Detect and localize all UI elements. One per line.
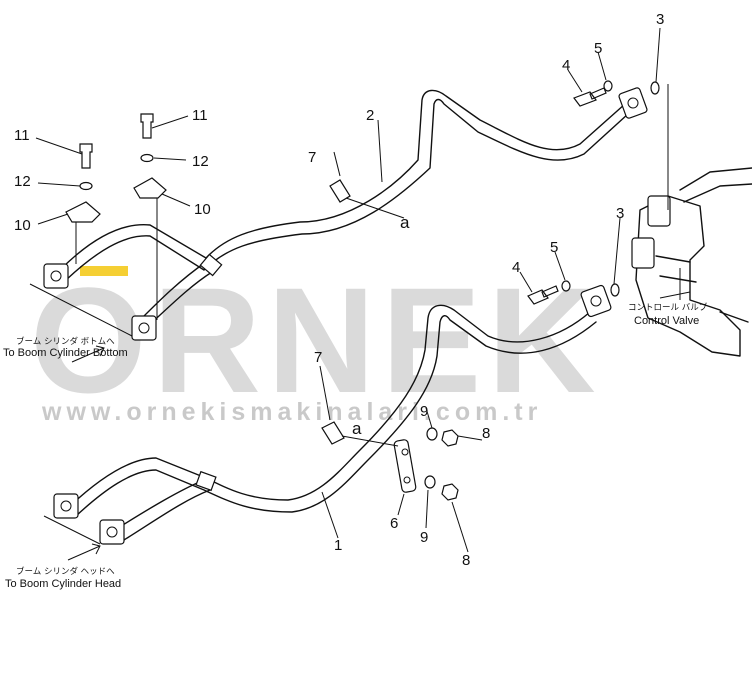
nut-8-top <box>441 429 459 447</box>
washer-5-upper <box>603 80 613 92</box>
control-valve-port-2 <box>631 237 655 269</box>
upper-bottom-flange-2 <box>131 315 157 341</box>
lower-pipe-inner <box>75 315 597 517</box>
callout-5-lower: 5 <box>550 239 558 256</box>
upper-bottom-flange-1-hole <box>50 270 62 282</box>
upper-pipe-inner <box>65 98 629 281</box>
callout-a-lower: a <box>352 419 362 438</box>
callout-12-left: 12 <box>14 173 31 190</box>
callout-6: 6 <box>390 515 398 532</box>
control-valve-port-1 <box>647 195 671 227</box>
upper-pipe-assembly <box>43 80 660 341</box>
callout-7-lower: 7 <box>314 349 322 366</box>
callout-4-lower: 4 <box>512 259 520 276</box>
callout-10-right: 10 <box>194 201 211 218</box>
leader-lines <box>29 27 691 561</box>
callouts: 2 7 a 3 5 4 3 5 4 11 12 10 11 12 10 7 a … <box>14 11 664 569</box>
upper-valve-flange-hole <box>627 97 639 109</box>
nut-8-bottom <box>441 483 459 501</box>
upper-bottom-flange-2-hole <box>138 322 150 334</box>
callout-4-upper: 4 <box>562 57 570 74</box>
callout-2: 2 <box>366 107 374 124</box>
washer-9-top <box>426 427 438 441</box>
upper-bottom-flange-1 <box>43 263 69 289</box>
plate-6-hole-2 <box>403 476 411 484</box>
clamp-10-left <box>65 201 101 223</box>
lower-pipe-assembly <box>53 280 620 545</box>
callout-1: 1 <box>334 537 342 554</box>
callout-11-right: 11 <box>192 107 208 124</box>
watermark-url: www.ornekismakinalari.com.tr <box>41 398 542 426</box>
lower-valve-flange <box>580 284 612 318</box>
control-valve-top <box>679 167 752 203</box>
callout-a-upper: a <box>400 213 410 232</box>
callout-3-upper: 3 <box>656 11 664 28</box>
lower-head-flange-1 <box>53 493 79 519</box>
bolt-11-right <box>140 113 154 139</box>
plate-6-hole-1 <box>401 448 409 456</box>
callout-5-upper: 5 <box>594 40 602 57</box>
destination-labels: ブーム シリンダ ボトムへ To Boom Cylinder Bottom ブー… <box>3 302 708 590</box>
callout-9-top: 9 <box>420 403 428 420</box>
control-valve-label-en: Control Valve <box>634 315 699 327</box>
washer-12-left <box>79 181 93 191</box>
callout-8-top: 8 <box>482 425 490 442</box>
u-clip-7-lower <box>321 421 345 445</box>
bolt-11-left <box>79 143 93 169</box>
lower-head-flange-2-hole <box>106 526 118 538</box>
washer-12-right <box>140 153 154 163</box>
washer-9-bottom <box>424 475 436 489</box>
lower-pipe-sleeve <box>195 470 217 492</box>
lower-pipe-branch <box>117 479 211 541</box>
boom-head-label-jp: ブーム シリンダ ヘッドへ <box>16 566 115 577</box>
callout-10-left: 10 <box>14 217 31 234</box>
control-valve-spool <box>655 255 749 323</box>
o-ring-3-lower <box>610 283 620 297</box>
clamp-10-right <box>133 177 167 199</box>
bolt-4-upper <box>573 87 607 107</box>
bolt-4-lower <box>527 285 559 305</box>
control-valve <box>631 167 752 357</box>
lower-pipe-outer <box>69 304 591 507</box>
callout-8-bottom: 8 <box>462 552 470 569</box>
lower-valve-flange-hole <box>590 295 602 307</box>
callout-11-left: 11 <box>14 127 30 144</box>
plate-6 <box>393 439 417 493</box>
callout-7-upper: 7 <box>308 149 316 166</box>
callout-9-bottom: 9 <box>420 529 428 546</box>
callout-3-lower: 3 <box>616 205 624 222</box>
callout-12-right: 12 <box>192 153 209 170</box>
upper-pipe-sleeve <box>199 253 223 277</box>
watermark: ORNEK www.ornekismakinalari.com.tr <box>30 256 596 426</box>
boom-bottom-label-en: To Boom Cylinder Bottom <box>3 347 128 359</box>
lower-head-flange-1-hole <box>60 500 72 512</box>
upper-valve-flange <box>618 87 648 119</box>
control-valve-body <box>635 195 741 357</box>
lower-head-flange-2 <box>99 519 125 545</box>
control-valve-label-jp: コントロール バルブ <box>628 302 708 313</box>
washer-5-lower <box>561 280 571 292</box>
watermark-accent-bar <box>80 266 128 276</box>
o-ring-3-upper <box>650 81 660 95</box>
u-clip-7-upper <box>329 179 351 203</box>
boom-head-label-en: To Boom Cylinder Head <box>5 578 121 590</box>
boom-bottom-label-jp: ブーム シリンダ ボトムへ <box>16 336 115 347</box>
